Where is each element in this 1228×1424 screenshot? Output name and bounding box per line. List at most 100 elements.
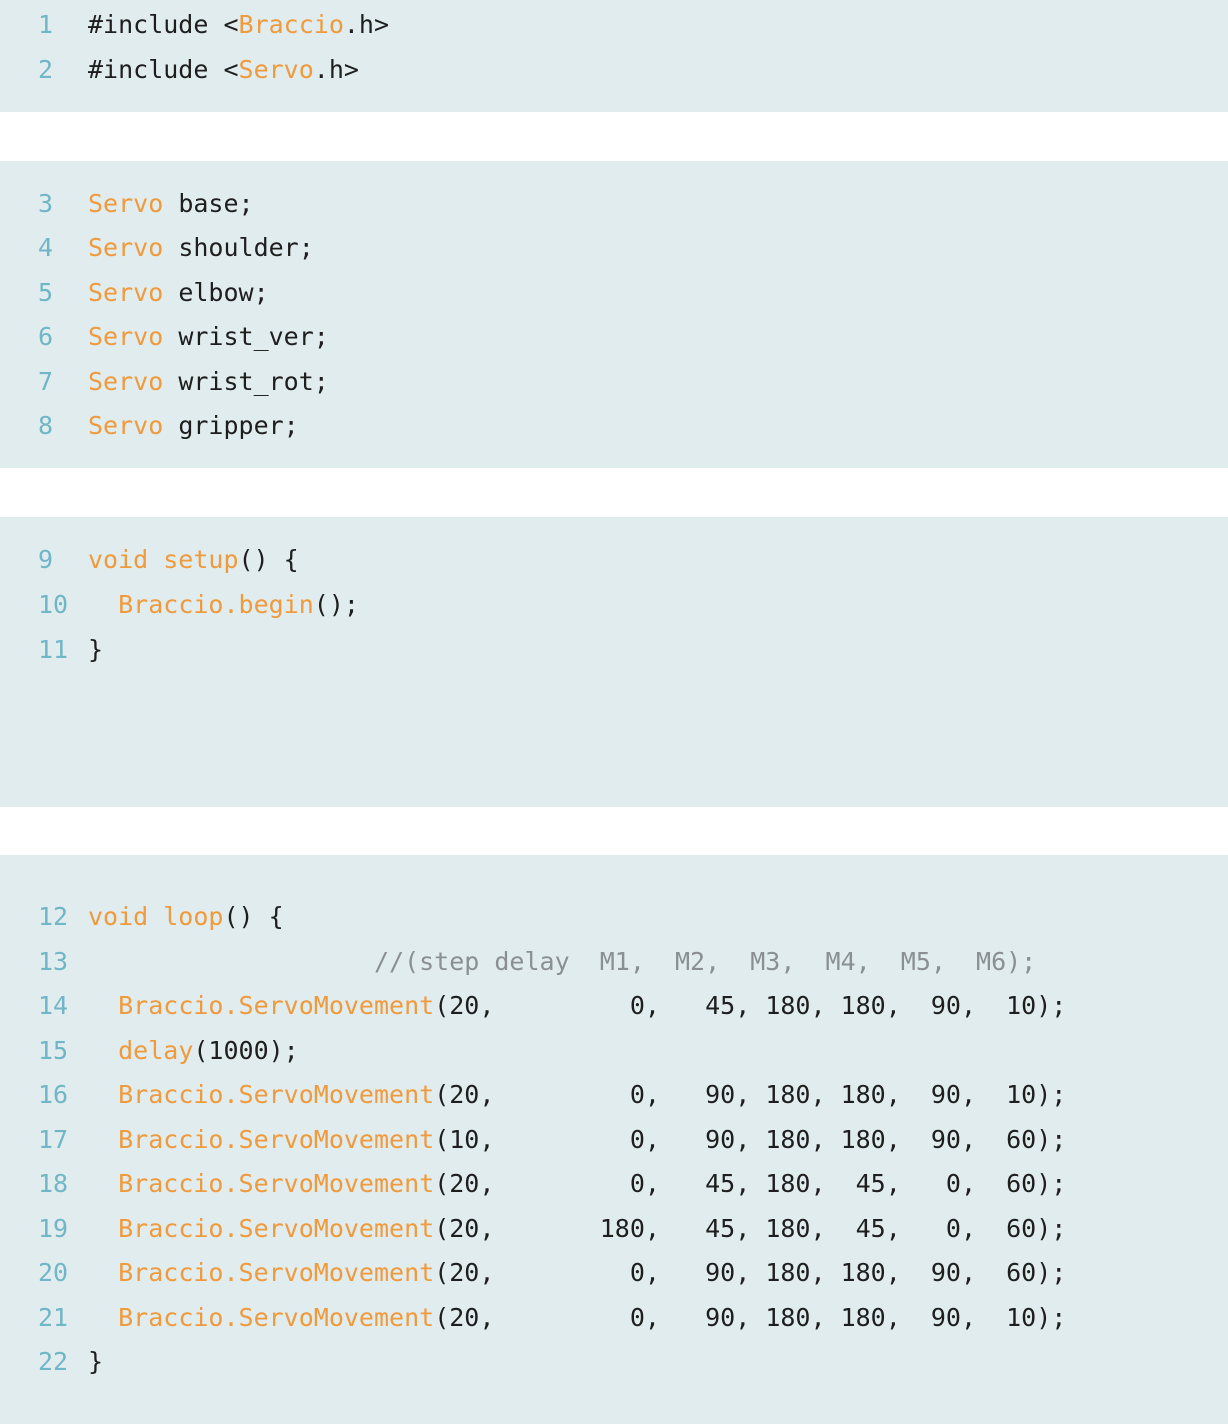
line-number: 5 (38, 278, 54, 307)
code-text: Braccio.ServoMovement(10, 0, 90, 180, 18… (88, 1118, 1066, 1162)
code-keyword: Servo (88, 411, 164, 440)
code-token (88, 1080, 118, 1109)
code-token: (20, 0, 45, 180, 180, 90, 10); (434, 991, 1067, 1020)
code-text: #include <Servo.h> (88, 48, 359, 92)
code-keyword: Braccio.ServoMovement (118, 1303, 435, 1332)
code-text: //(step delay M1, M2, M3, M4, M5, M6); (88, 940, 1036, 984)
code-token (88, 1258, 118, 1287)
code-token: (20, 0, 90, 180, 180, 90, 10); (434, 1080, 1067, 1109)
line-number: 3 (38, 189, 54, 218)
line-number: 10 (38, 590, 69, 619)
code-keyword: void setup (88, 545, 239, 574)
code-keyword: Braccio (238, 10, 344, 39)
code-keyword: void loop (88, 902, 224, 931)
code-keyword: Servo (88, 189, 164, 218)
code-keyword: Braccio.ServoMovement (118, 1125, 435, 1154)
code-token: (20, 0, 45, 180, 45, 0, 60); (434, 1169, 1067, 1198)
code-token: (1000); (193, 1036, 299, 1065)
code-token: .h> (313, 55, 359, 84)
code-text: delay(1000); (88, 1029, 299, 1073)
line-number: 21 (38, 1303, 69, 1332)
code-text: Braccio.ServoMovement(20, 0, 90, 180, 18… (88, 1296, 1066, 1340)
code-token (88, 1125, 118, 1154)
line-number: 2 (38, 55, 54, 84)
code-text: Servo wrist_rot; (88, 360, 329, 404)
code-text: Servo shoulder; (88, 226, 314, 270)
line-number: 17 (38, 1125, 69, 1154)
code-block-loop (0, 855, 1228, 1424)
code-text: Braccio.ServoMovement(20, 180, 45, 180, … (88, 1207, 1066, 1251)
code-keyword: delay (118, 1036, 194, 1065)
code-text: Servo base; (88, 182, 254, 226)
code-text: Braccio.ServoMovement(20, 0, 90, 180, 18… (88, 1251, 1066, 1295)
code-keyword: Servo (88, 322, 164, 351)
code-keyword: Braccio.ServoMovement (118, 1214, 435, 1243)
code-token (88, 1169, 118, 1198)
code-text: Servo elbow; (88, 271, 269, 315)
code-token (88, 991, 118, 1020)
code-keyword: Servo (88, 233, 164, 262)
code-token (88, 1214, 118, 1243)
code-token: () { (238, 545, 299, 574)
code-token: (20, 0, 90, 180, 180, 90, 60); (434, 1258, 1067, 1287)
line-number: 22 (38, 1347, 69, 1376)
code-token: shoulder; (163, 233, 314, 262)
code-text: #include <Braccio.h> (88, 3, 389, 47)
code-token: gripper; (163, 411, 299, 440)
code-token: (10, 0, 90, 180, 180, 90, 60); (434, 1125, 1067, 1154)
code-keyword: Braccio.begin (118, 590, 314, 619)
line-number: 12 (38, 902, 69, 931)
code-text: Servo wrist_ver; (88, 315, 329, 359)
code-block-declarations (0, 161, 1228, 468)
code-token: base; (163, 189, 254, 218)
code-keyword: Braccio.ServoMovement (118, 1169, 435, 1198)
line-number: 6 (38, 322, 54, 351)
line-number: 8 (38, 411, 54, 440)
line-number: 20 (38, 1258, 69, 1287)
code-token (88, 1036, 118, 1065)
line-number: 4 (38, 233, 54, 262)
code-text: void setup() { (88, 538, 299, 582)
code-token: (); (313, 590, 359, 619)
line-number: 15 (38, 1036, 69, 1065)
code-token (88, 590, 118, 619)
code-keyword: Servo (88, 367, 164, 396)
code-token: .h> (343, 10, 390, 39)
code-token: () { (223, 902, 284, 931)
code-text: } (88, 628, 103, 672)
code-keyword: Servo (238, 55, 314, 84)
code-keyword: Servo (88, 278, 164, 307)
code-keyword: Braccio.ServoMovement (118, 1080, 435, 1109)
line-number: 18 (38, 1169, 69, 1198)
line-number: 7 (38, 367, 54, 396)
code-token: elbow; (163, 278, 269, 307)
code-text: Servo gripper; (88, 404, 299, 448)
code-text: Braccio.ServoMovement(20, 0, 45, 180, 45… (88, 1162, 1066, 1206)
line-number: 19 (38, 1214, 69, 1243)
code-token: #include < (88, 55, 239, 84)
code-text: void loop() { (88, 895, 284, 939)
code-token: (20, 0, 90, 180, 180, 90, 10); (434, 1303, 1067, 1332)
line-number: 16 (38, 1080, 69, 1109)
line-number: 1 (38, 10, 54, 39)
line-number: 11 (38, 635, 69, 664)
code-text: Braccio.begin(); (88, 583, 359, 627)
code-text: } (88, 1340, 103, 1384)
code-token: } (88, 635, 104, 664)
code-token: (20, 180, 45, 180, 45, 0, 60); (434, 1214, 1067, 1243)
code-keyword: Braccio.ServoMovement (118, 1258, 435, 1287)
code-token: wrist_ver; (163, 322, 329, 351)
code-token: wrist_rot; (163, 367, 329, 396)
code-block-setup (0, 517, 1228, 807)
code-token: } (88, 1347, 104, 1376)
code-token: #include < (88, 10, 239, 39)
line-number: 14 (38, 991, 69, 1020)
code-text: Braccio.ServoMovement(20, 0, 45, 180, 18… (88, 984, 1066, 1028)
line-number: 9 (38, 545, 54, 574)
line-number: 13 (38, 947, 69, 976)
code-token (88, 1303, 118, 1332)
code-block-includes (0, 0, 1228, 112)
code-text: Braccio.ServoMovement(20, 0, 90, 180, 18… (88, 1073, 1066, 1117)
code-comment: //(step delay M1, M2, M3, M4, M5, M6); (88, 947, 1037, 976)
code-keyword: Braccio.ServoMovement (118, 991, 435, 1020)
